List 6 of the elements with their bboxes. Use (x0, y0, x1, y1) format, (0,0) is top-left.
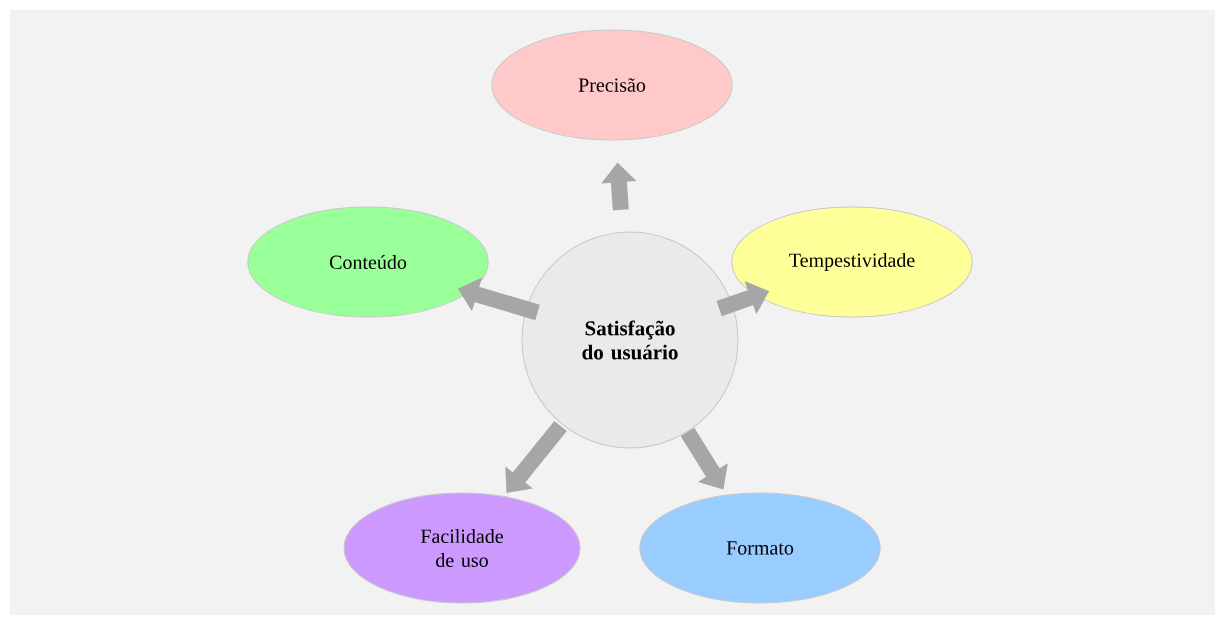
block-arrow (505, 420, 567, 493)
ellipse-node: Conteúdo (247, 206, 489, 318)
ellipse-node: Facilidade de uso (343, 492, 581, 604)
ellipse-node: Precisão (491, 29, 733, 141)
ellipse-node: Tempestividade (731, 206, 973, 318)
ellipse-node: Formato (639, 492, 881, 604)
